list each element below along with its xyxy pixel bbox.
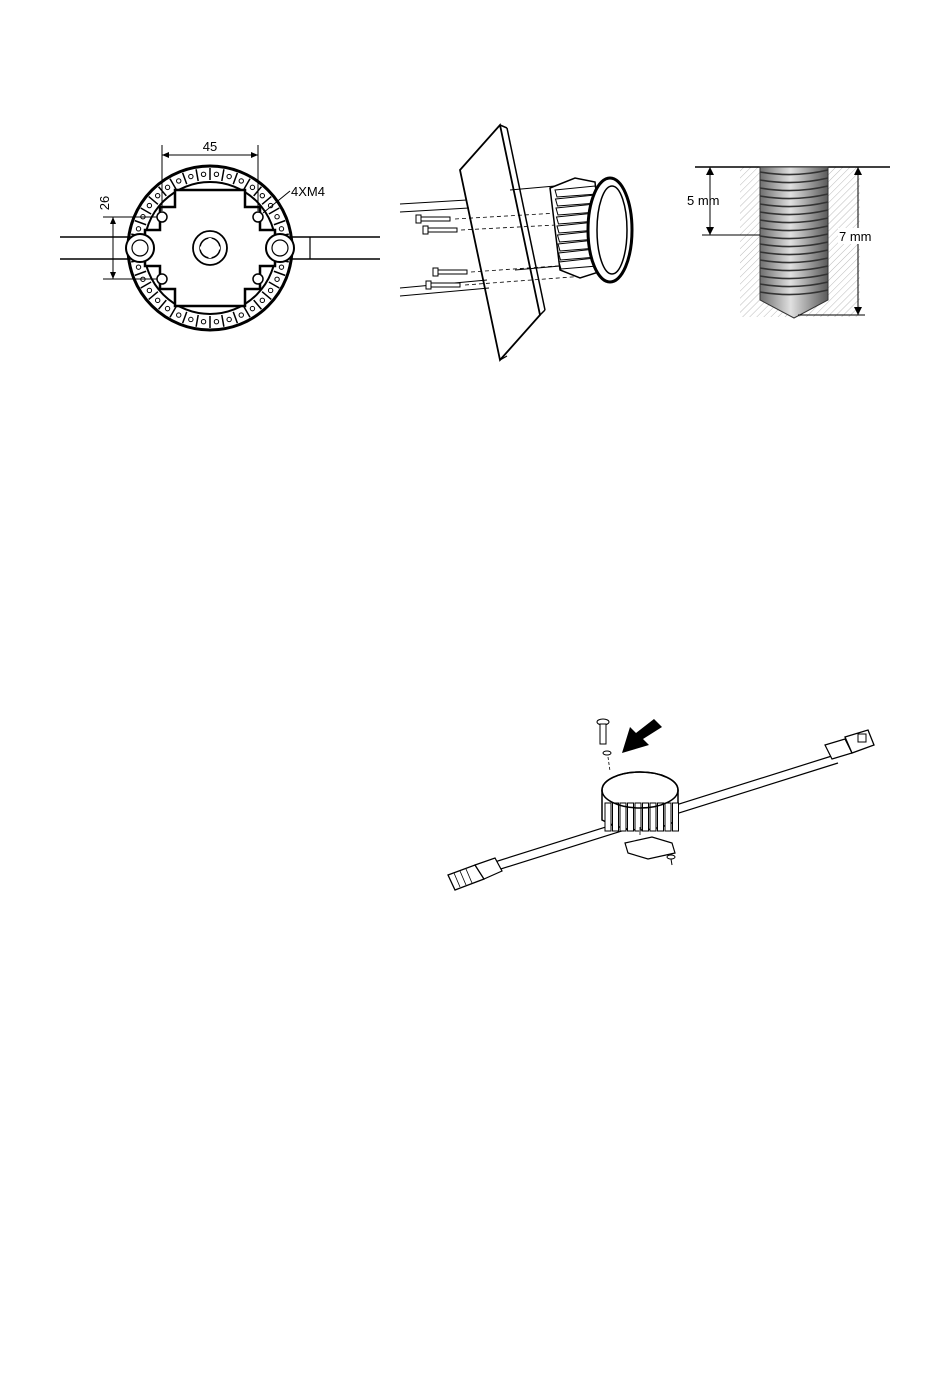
screw-depth-svg: 5 mm 7 mm bbox=[680, 160, 895, 325]
panel-mounting-svg bbox=[395, 120, 645, 365]
mounting-panel bbox=[460, 125, 545, 360]
mounting-dimension-svg: 45 26 4XM4 bbox=[55, 135, 385, 360]
fixture-housing bbox=[602, 772, 679, 831]
left-connector bbox=[448, 858, 502, 890]
screw-callout-label: 4XM4 bbox=[291, 184, 325, 199]
fixture-body bbox=[550, 178, 632, 282]
screw-length-label: 7 mm bbox=[839, 229, 872, 244]
top-screw bbox=[597, 719, 611, 771]
arrow-icon bbox=[622, 719, 662, 753]
height-dimension-label: 26 bbox=[97, 196, 112, 210]
panel-mounting-diagram bbox=[395, 120, 645, 365]
screw-thread bbox=[760, 167, 828, 318]
width-dimension-label: 45 bbox=[203, 139, 217, 154]
mounting-dimension-diagram: 45 26 4XM4 bbox=[55, 135, 385, 360]
housing-outline bbox=[126, 166, 294, 330]
assembly-diagram bbox=[440, 715, 880, 900]
assembly-svg bbox=[440, 715, 880, 900]
screw-depth-diagram: 5 mm 7 mm bbox=[680, 160, 895, 325]
hole-depth-label: 5 mm bbox=[687, 193, 720, 208]
bottom-bracket bbox=[625, 827, 675, 865]
right-connector bbox=[825, 730, 874, 759]
